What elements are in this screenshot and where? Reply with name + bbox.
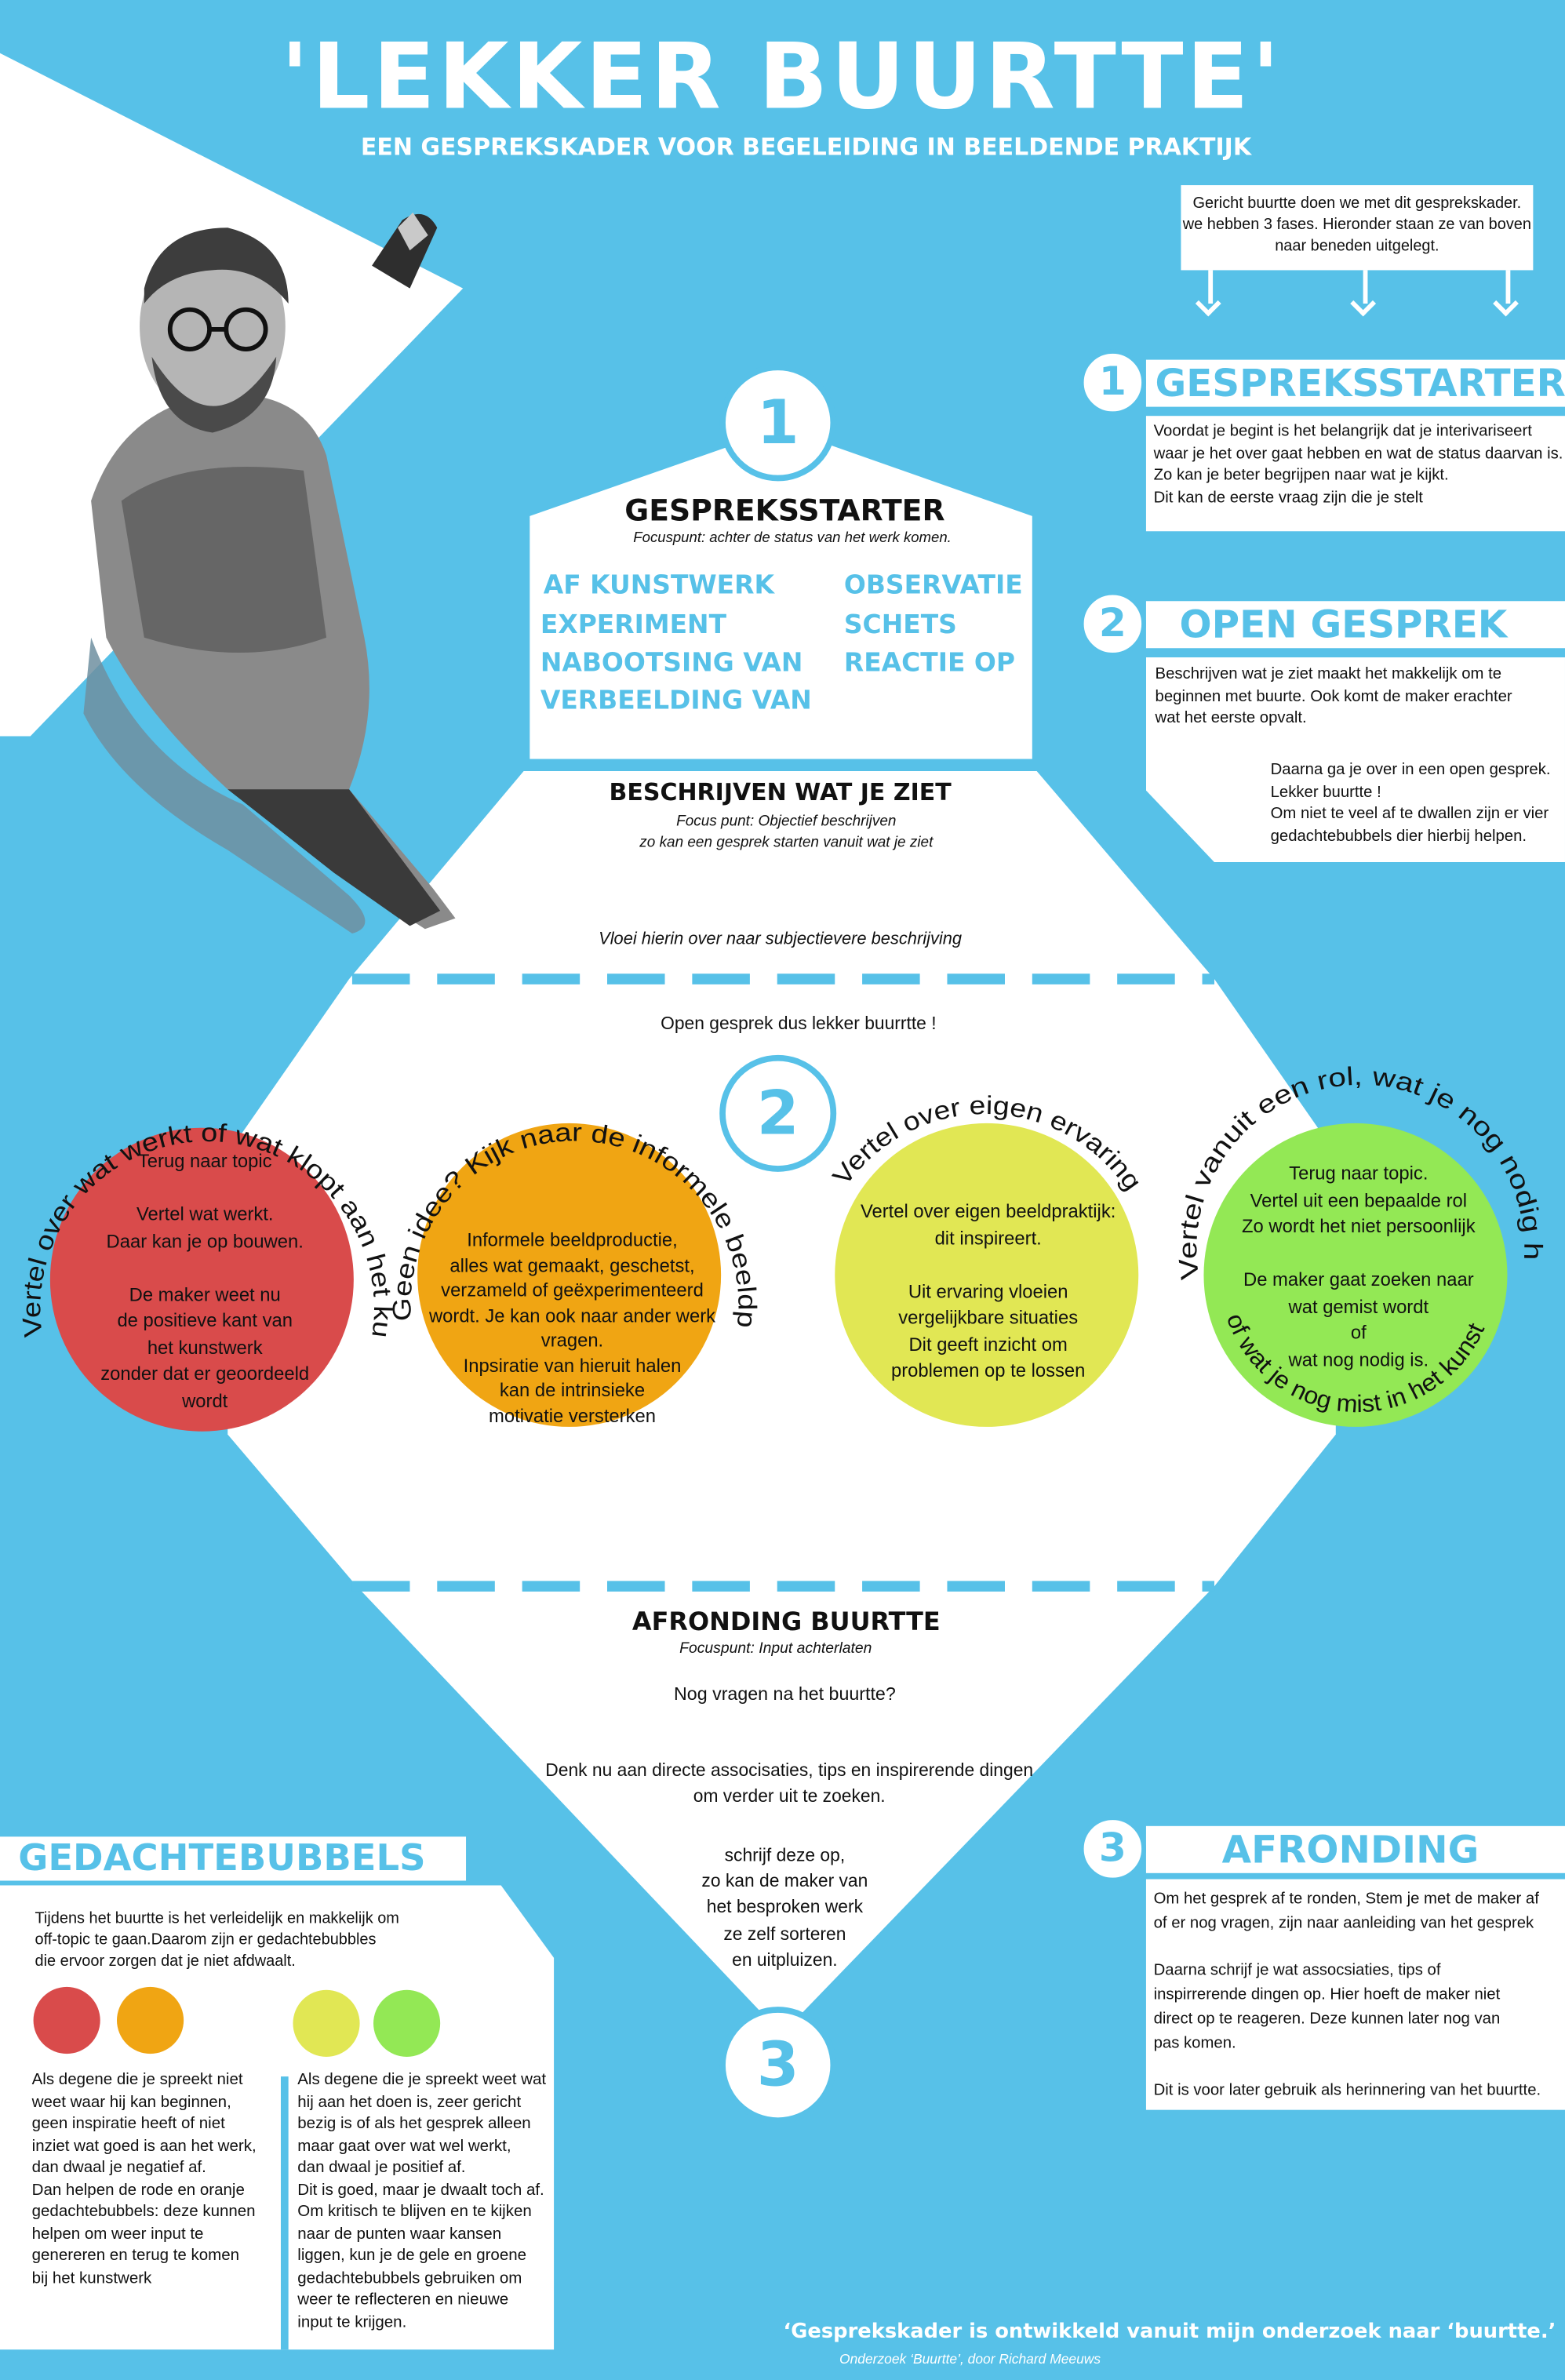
red-bubble [49, 1127, 354, 1432]
orange-bubble-legend [116, 1986, 184, 2054]
describe-title: BESCHRIJVEN WAT JE ZIET [609, 778, 952, 806]
green-bubble-text: Terug naar topic. Vertel uit een bepaald… [1242, 1163, 1476, 1370]
phase-2-text: Beschrijven wat je ziet maakt het makkel… [1155, 664, 1512, 727]
starter-item: OBSERVATIE [843, 570, 1023, 602]
yellow-bubble-legend [293, 1989, 360, 2057]
arrow-down-icon [1208, 270, 1214, 304]
starter-item: AF KUNSTWERK [543, 570, 774, 602]
starter-focus: Focuspunt: achter de status van het werk… [633, 529, 952, 547]
open-conversation-intro: Open gesprek dus lekker buurrtte ! [661, 1012, 937, 1034]
closing-title: AFRONDING BUURTTE [631, 1607, 941, 1636]
closing-write-text: schrijf deze op, zo kan de maker van het… [701, 1844, 868, 1971]
center-step-1-badge: 1 [719, 364, 837, 482]
orange-bubble-arc-label: Geen idee? Kijk naar de informele beeldp… [0, 0, 762, 1329]
describe-flow-text: Vloei hierin over naar subjectievere bes… [599, 930, 963, 949]
closing-think-text: Denk nu aan directe associsaties, tips e… [545, 1759, 1034, 1807]
starter-title: GESPREKSSTARTER [624, 493, 945, 529]
phase-1-number-badge: 1 [1079, 349, 1146, 417]
starter-item: SCHETS [843, 610, 957, 641]
thought-bubbles-title: GEDACHTEBUBBELS [18, 1836, 426, 1880]
red-bubble-legend [33, 1986, 100, 2054]
yellow-bubble [835, 1123, 1139, 1427]
phase-3-number-badge: 3 [1079, 1815, 1146, 1883]
starter-item: VERBEELDING VAN [540, 686, 812, 717]
phase-1-text: Voordat je begint is het belangrijk dat … [1153, 421, 1563, 507]
phase-2-header-bar: OPEN GESPREK [1145, 601, 1565, 649]
column-divider [280, 2076, 289, 2350]
phase-1-box: Voordat je begint is het belangrijk dat … [1145, 416, 1565, 532]
thought-bubbles-positive-text: Als degene die je spreekt weet wat hij a… [297, 2070, 547, 2331]
starter-item: EXPERIMENT [540, 610, 727, 641]
phase-2-box: Beschrijven wat je ziet maakt het makkel… [1145, 657, 1565, 863]
phase-2-text-continued: Daarna ga je over in een open gesprek. L… [1270, 760, 1551, 845]
starter-item: REACTIE OP [843, 648, 1015, 679]
phase-2-title: OPEN GESPREK [1179, 602, 1508, 647]
orange-bubble-text: Informele beeldproductie, alles wat gema… [428, 1229, 716, 1426]
phase-1-header-bar: GESPREKSSTARTER [1145, 359, 1565, 407]
phase-3-box: Om het gesprek af te ronden, Stem je met… [1145, 1879, 1565, 2110]
phase-3-text: Om het gesprek af te ronden, Stem je met… [1153, 1890, 1541, 2100]
phase-3-header-bar: AFRONDING [1145, 1825, 1565, 1873]
portrait-illustration [83, 212, 456, 934]
yellow-bubble-text: Vertel over eigen beeldpraktijk: dit ins… [860, 1200, 1116, 1381]
starter-item: NABOOTSING VAN [540, 648, 803, 679]
starter-house-shape [530, 428, 1032, 759]
footer-credit: Onderzoek ‘Buurtte’, door Richard Meeuws [839, 2351, 1101, 2367]
intro-text: Gericht buurtte doen we met dit gespreks… [1182, 195, 1531, 256]
phase-1-title: GESPREKSSTARTER [1155, 361, 1565, 406]
phase-3-title: AFRONDING [1221, 1827, 1479, 1872]
arrow-down-icon [1363, 270, 1368, 304]
red-bubble-arc-label: Vertel over wat werkt of wat klopt aan h… [0, 0, 398, 1340]
describe-focus: Focus punt: Objectief beschrijven zo kan… [639, 813, 934, 852]
arrow-down-icon [1505, 270, 1511, 304]
intro-box: Gericht buurtte doen we met dit gespreks… [1181, 185, 1534, 271]
thought-bubbles-intro: Tijdens het buurtte is het verleidelijk … [35, 1911, 399, 1971]
center-step-2-badge: 2 [719, 1054, 837, 1172]
center-step-3-badge: 3 [719, 2007, 837, 2124]
orange-bubble [417, 1123, 722, 1427]
red-bubble-text: Terug naar topic Vertel wat werkt. Daar … [100, 1150, 310, 1411]
green-bubble-legend [373, 1989, 441, 2057]
thought-bubbles-box: Tijdens het buurtte is het verleidelijk … [0, 1885, 555, 2350]
phase-2-number-badge: 2 [1079, 590, 1146, 657]
closing-focus: Focuspunt: Input achterlaten [679, 1640, 872, 1658]
green-bubble-arc-text: Vertel vanuit een rol, wat je nog nodig … [0, 0, 1548, 1281]
green-bubble [1203, 1123, 1508, 1427]
footer-quote: ‘Gesprekskader is ontwikkeld vanuit mijn… [783, 2320, 1556, 2344]
orange-bubble-arc-text: Geen idee? Kijk naar de informele beeldp… [0, 0, 762, 1329]
red-bubble-arc-text: Vertel over wat werkt of wat klopt aan h… [0, 0, 398, 1340]
closing-question: Nog vragen na het buurtte? [674, 1683, 896, 1705]
thought-bubbles-negative-text: Als degene die je spreekt niet weet waar… [31, 2070, 257, 2287]
thought-bubbles-header-bar: GEDACHTEBUBBELS [0, 1836, 467, 1881]
green-bubble-arc-label: Vertel vanuit een rol, wat je nog nodig … [0, 0, 1548, 1281]
page-title: 'LEKKER BUURTTE' [281, 24, 1283, 131]
page-subtitle: EEN GESPREKSKADER VOOR BEGELEIDING IN BE… [360, 133, 1252, 162]
open-conversation-shape [227, 770, 1336, 2034]
